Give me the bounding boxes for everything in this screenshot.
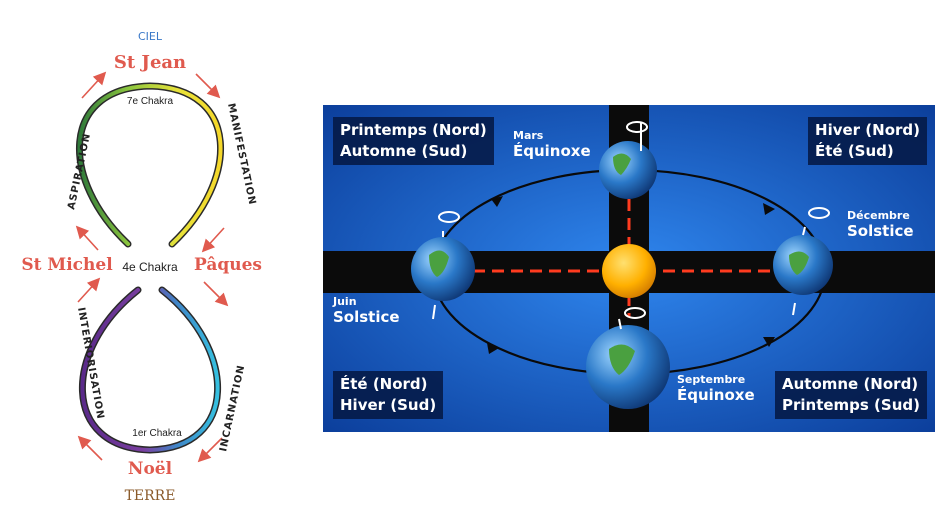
- bottom-right-line1: Automne (Nord): [781, 375, 919, 393]
- sun: [602, 244, 656, 298]
- arrow-from-st-michel: [75, 225, 99, 251]
- st-jean-label: St Jean: [114, 52, 186, 73]
- arrow-from-noel: [77, 435, 103, 461]
- orbit-arrow-top-left: [491, 196, 503, 207]
- upper-loop-color: [77, 83, 223, 246]
- ciel-label: CIEL: [138, 30, 163, 43]
- arrow-from-st-jean: [195, 73, 221, 99]
- orbit-arrow-bottom-right: [763, 337, 775, 347]
- manifestation-label: MANIFESTATION: [225, 102, 257, 206]
- juin-label: Juin Solstice: [333, 295, 400, 326]
- decembre-event: Solstice: [847, 222, 914, 240]
- arrow-from-paques: [203, 281, 229, 307]
- decembre-label: Décembre Solstice: [847, 209, 914, 240]
- bottom-left-line2: Hiver (Sud): [340, 396, 437, 414]
- label-top-right: Hiver (Nord) Été (Sud): [808, 117, 927, 165]
- earth-mars: [599, 123, 657, 199]
- label-bottom-right: Automne (Nord) Printemps (Sud): [774, 371, 927, 419]
- rotation-icon-juin: [438, 211, 460, 223]
- juin-month: Juin: [333, 295, 357, 308]
- arrow-to-paques: [201, 227, 225, 253]
- st-michel-label: St Michel: [21, 255, 113, 275]
- rotation-icon-septembre: [624, 307, 646, 319]
- chakra-cycle-svg: CIEL St Jean 7e Chakra St Michel 4e Chak…: [21, 30, 262, 504]
- upper-loop: [75, 82, 225, 248]
- rotation-icon-mars: [626, 121, 648, 133]
- aspiration-label: ASPIRATION: [66, 132, 93, 211]
- arrow-to-st-jean: [81, 71, 107, 99]
- bottom-left-line1: Été (Nord): [340, 375, 428, 393]
- chakra-7-label: 7e Chakra: [127, 96, 174, 107]
- orbit-arrow-top-right: [763, 203, 775, 215]
- terre-label: TERRE: [125, 488, 176, 504]
- earth-juin: [411, 231, 475, 320]
- noel-label: Noël: [128, 459, 173, 479]
- mars-month: Mars: [513, 129, 544, 142]
- top-left-line1: Printemps (Nord): [340, 121, 487, 139]
- decembre-month: Décembre: [847, 209, 910, 222]
- septembre-event: Équinoxe: [677, 386, 755, 404]
- mars-label: Mars Équinoxe: [513, 129, 591, 160]
- lower-loop: [78, 286, 222, 454]
- earth-decembre: [773, 226, 833, 316]
- arrow-to-st-michel: [77, 277, 101, 303]
- top-right-line2: Été (Sud): [815, 142, 894, 160]
- earth-septembre: [586, 318, 670, 409]
- septembre-month: Septembre: [677, 373, 746, 386]
- lower-loop-color: [80, 288, 220, 453]
- septembre-label: Septembre Équinoxe: [677, 373, 755, 404]
- chakra-1-label: 1er Chakra: [132, 428, 182, 439]
- chakra-cycle-diagram: CIEL St Jean 7e Chakra St Michel 4e Chak…: [0, 0, 300, 519]
- label-top-left: Printemps (Nord) Automne (Sud): [333, 117, 494, 165]
- rotation-icon-decembre: [808, 207, 830, 219]
- mars-event: Équinoxe: [513, 142, 591, 160]
- interiorisation-label: INTERIORISATION: [75, 307, 106, 421]
- top-right-line1: Hiver (Nord): [815, 121, 920, 139]
- label-bottom-left: Été (Nord) Hiver (Sud): [333, 371, 444, 419]
- earth-orbit-seasons-diagram: Printemps (Nord) Automne (Sud) Hiver (No…: [323, 105, 935, 432]
- chakra-4-label: 4e Chakra: [122, 260, 178, 274]
- paques-label: Pâques: [194, 255, 262, 275]
- arrow-to-noel: [197, 437, 223, 463]
- orbit-arrow-bottom-left: [487, 343, 499, 354]
- juin-event: Solstice: [333, 308, 400, 326]
- bottom-right-line2: Printemps (Sud): [781, 396, 920, 414]
- incarnation-label: INCARNATION: [218, 364, 247, 453]
- top-left-line2: Automne (Sud): [340, 142, 468, 160]
